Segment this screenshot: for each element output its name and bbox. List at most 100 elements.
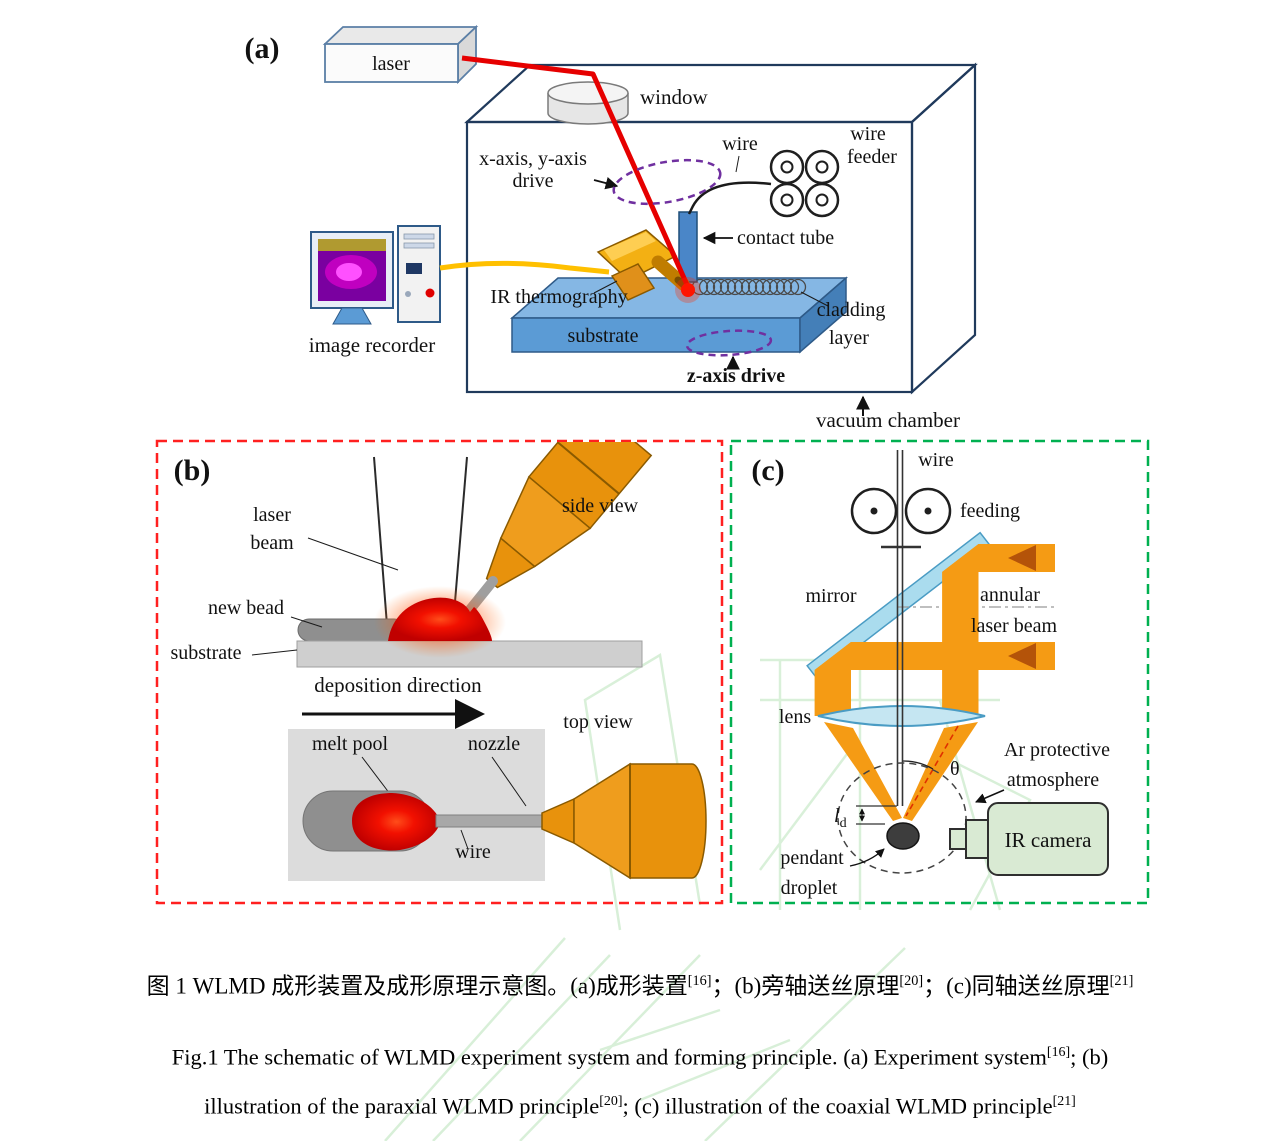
panel-c-tag: (c): [751, 454, 784, 487]
xy-drive-ellipse: [612, 158, 722, 206]
label-window: window: [640, 85, 709, 109]
label-melt-pool: melt pool: [312, 733, 389, 755]
ar-atmosphere-ellipse: [837, 762, 967, 874]
label-wire-c: wire: [918, 449, 954, 471]
ir-camera: [949, 802, 1109, 876]
label-mirror: mirror: [805, 585, 856, 607]
wire-top-leader: [460, 829, 469, 850]
label-contact-tube: contact tube: [737, 227, 834, 249]
panel-b-content: [251, 442, 707, 881]
panel-c-border: [729, 439, 1150, 905]
label-ar-2: atmosphere: [1007, 769, 1099, 791]
new-bead-leader: [290, 616, 323, 628]
caption-en2-text-2: ; (c) illustration of the coaxial WLMD p…: [622, 1093, 1053, 1119]
wire-label-leader: [735, 155, 740, 173]
pendant-droplet: [886, 822, 920, 850]
wire-rod-top: [435, 814, 547, 828]
label-z-drive: z-axis drive: [687, 365, 785, 387]
caption-line-en-2: illustration of the paraxial WLMD princi…: [0, 1087, 1280, 1122]
label-deposition-direction: deposition direction: [314, 673, 482, 697]
label-side-view: side view: [562, 495, 639, 517]
label-pendant-2: droplet: [781, 877, 838, 899]
label-theta: θ: [950, 758, 960, 780]
figure-caption: 图 1 WLMD 成形装置及成形原理示意图。(a)成形装置[16]；(b)旁轴送…: [0, 966, 1280, 1122]
panel-a-tag: (a): [245, 32, 280, 65]
pendant-droplet-arrow: [849, 848, 885, 867]
label-xy-drive-1: x-axis, y-axis: [479, 148, 587, 170]
ar-atmosphere-arrow: [975, 789, 1005, 804]
label-annular-1: annular: [980, 584, 1040, 606]
laser-beam-path: [461, 55, 691, 289]
annular-laser-beam: [814, 544, 1055, 821]
ir-thermography-leader: [593, 280, 618, 294]
label-cladding-2: layer: [829, 327, 869, 349]
caption-zh-text-2: ；(b)旁轴送丝原理: [711, 973, 900, 999]
substrate-leader: [251, 649, 298, 656]
nozzle-side-view: [485, 442, 653, 589]
nozzle-leader: [491, 756, 527, 807]
caption-zh-ref-2: [20]: [899, 973, 924, 989]
z-axis-drive-ellipse: [685, 329, 773, 357]
label-ir-thermography: IR thermography: [490, 286, 627, 308]
caption-line-zh: 图 1 WLMD 成形装置及成形原理示意图。(a)成形装置[16]；(b)旁轴送…: [0, 966, 1280, 1002]
feed-wire-path: [687, 181, 772, 215]
label-laser-beam-2: beam: [250, 532, 294, 554]
lens: [817, 705, 986, 727]
laser-beam-leader: [307, 537, 399, 571]
beam-arrow-bottom: [1008, 643, 1036, 669]
caption-en2-text-1: illustration of the paraxial WLMD princi…: [204, 1093, 600, 1119]
label-laser-beam-1: laser: [253, 504, 291, 526]
beam-arrow-top: [1008, 545, 1036, 571]
label-feeding: feeding: [960, 500, 1020, 522]
signal-cable: [439, 260, 610, 275]
cladding-leader: [800, 291, 829, 307]
vacuum-chamber-box: [464, 62, 978, 395]
label-lens: lens: [779, 706, 811, 728]
caption-zh-text-3: ；(c)同轴送丝原理: [923, 973, 1110, 999]
caption-zh-ref-3: [21]: [1109, 973, 1134, 989]
panel-a: (a): [245, 24, 978, 432]
melt-pool-leader: [361, 756, 391, 795]
label-laser: laser: [372, 53, 410, 75]
panel-c: (c) wire feeding mirror annular laser be…: [729, 439, 1150, 905]
panel-b-tag: (b): [174, 454, 211, 487]
melt-spot: [681, 283, 695, 297]
feeding-rollers: [850, 487, 952, 535]
window-port: [547, 81, 629, 125]
xy-drive-arrow: [593, 177, 619, 190]
caption-en2-ref-2: [21]: [1052, 1094, 1076, 1110]
label-substrate-b: substrate: [170, 642, 241, 664]
caption-line-en-1: Fig.1 The schematic of WLMD experiment s…: [0, 1038, 1280, 1073]
image-recorder-monitor: [310, 231, 394, 325]
label-image-recorder: image recorder: [309, 333, 436, 357]
label-substrate-a: substrate: [567, 325, 638, 347]
label-xy-drive-2: drive: [512, 170, 553, 192]
theta-arc: [902, 760, 934, 770]
label-annular-2: laser beam: [971, 615, 1058, 637]
panel-b: (b) laser beam side view new bead substr…: [155, 439, 724, 905]
label-vacuum-chamber: vacuum chamber: [816, 408, 960, 432]
wire-feeder-rollers: [769, 149, 840, 218]
caption-zh-ref-1: [16]: [687, 973, 712, 989]
caption-en1-ref-1: [16]: [1046, 1044, 1071, 1060]
label-ld: ld: [834, 805, 847, 831]
caption-en2-ref-1: [20]: [599, 1094, 623, 1110]
label-pendant-1: pendant: [780, 847, 844, 869]
label-wire-a: wire: [722, 133, 758, 155]
label-ar-1: Ar protective: [1004, 739, 1110, 761]
nozzle-top-view: [541, 762, 707, 880]
label-wire-b: wire: [455, 841, 491, 863]
label-cladding-1: cladding: [817, 299, 886, 321]
caption-en1-text-2: ; (b): [1070, 1044, 1109, 1070]
image-recorder-tower: [397, 225, 441, 323]
caption-en1-text-1: Fig.1 The schematic of WLMD experiment s…: [171, 1044, 1047, 1070]
label-nozzle: nozzle: [468, 733, 520, 755]
label-wire-feeder-2: feeder: [847, 146, 897, 168]
converging-beam-right: [903, 722, 978, 821]
cladding-layer-coil: [691, 278, 807, 296]
converging-beam-left: [824, 722, 902, 821]
label-wire-feeder-1: wire: [850, 123, 886, 145]
label-new-bead: new bead: [208, 597, 284, 619]
label-top-view: top view: [563, 711, 633, 733]
